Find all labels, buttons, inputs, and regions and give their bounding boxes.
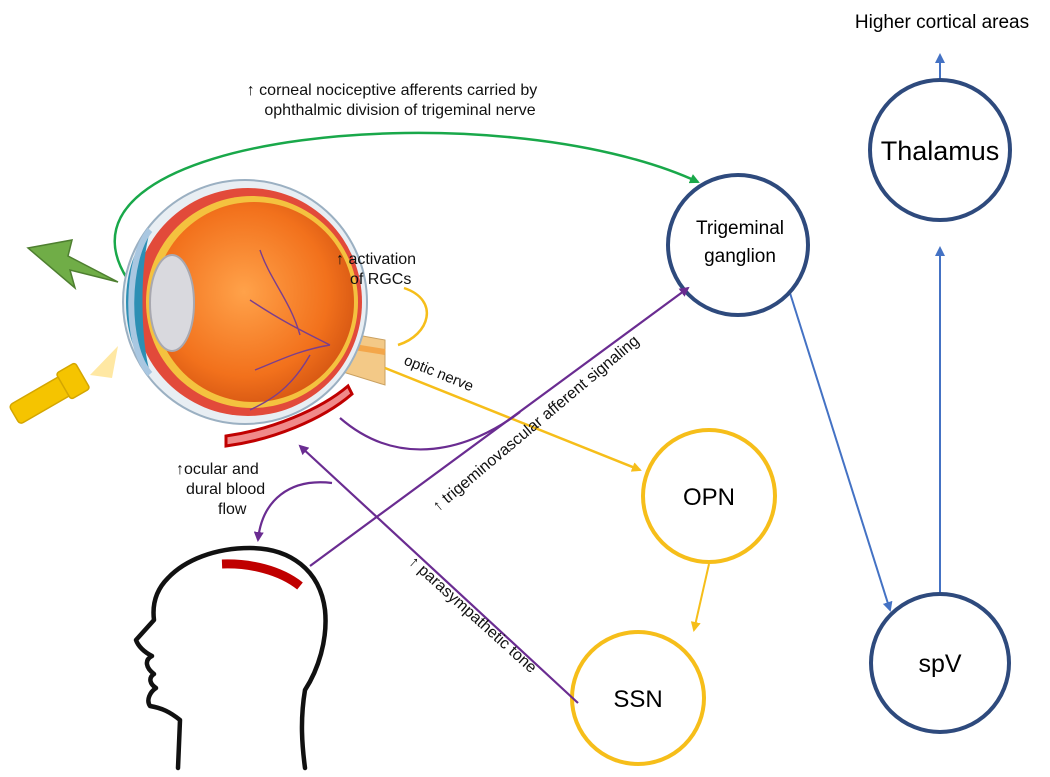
ssn-label: SSN: [613, 686, 662, 713]
rgc-bracket: [397, 286, 429, 347]
trigeminal-ganglion-node: [666, 173, 810, 317]
rgc-label-line2: of RGCs: [350, 271, 411, 288]
arrow-ssn-to-eye: [298, 444, 579, 704]
arrow-blood-flow-to-head: [253, 481, 333, 542]
eye-illustration: [122, 179, 386, 425]
rgc-label-line1: ↑ activation: [336, 251, 416, 268]
arrow-trigeminal-to-spv: [789, 292, 893, 612]
blood-flow-label-line2: dural blood: [186, 481, 265, 498]
arrow-optic-nerve: [384, 366, 642, 472]
corneal-label-line1: ↑ corneal nociceptive afferents carried …: [247, 82, 538, 99]
head-icon: [133, 545, 328, 771]
flashlight-icon: [9, 346, 118, 424]
opn-node: [641, 428, 777, 564]
corneal-label-line2: ophthalmic division of trigeminal nerve: [264, 102, 535, 119]
trigeminovascular-label: ↑ trigeminovascular afferent signaling: [430, 332, 643, 515]
higher-cortical-areas-label: Higher cortical areas: [855, 12, 1029, 33]
lightning-icon: [26, 239, 119, 291]
dural-band-head: [221, 559, 303, 590]
thalamus-node: [868, 78, 1012, 222]
spv-node: [869, 592, 1011, 734]
spv-label: spV: [918, 650, 961, 678]
thalamus-label: Thalamus: [881, 136, 1000, 166]
arrow-head-to-trigeminal: [309, 286, 690, 567]
parasympathetic-label: ↑ parasympathetic tone: [405, 553, 539, 676]
dural-band-eye: [224, 383, 354, 448]
trigeminal-label-line1: Trigeminal: [696, 218, 784, 239]
opn-label: OPN: [683, 484, 735, 511]
arrow-opn-to-ssn: [690, 563, 710, 632]
arrow-corneal-afferent: [113, 131, 700, 281]
blood-flow-label-line1: ↑ocular and: [176, 461, 259, 478]
trigeminal-label-line2: ganglion: [704, 246, 776, 267]
blood-flow-label-line3: flow: [218, 501, 247, 518]
